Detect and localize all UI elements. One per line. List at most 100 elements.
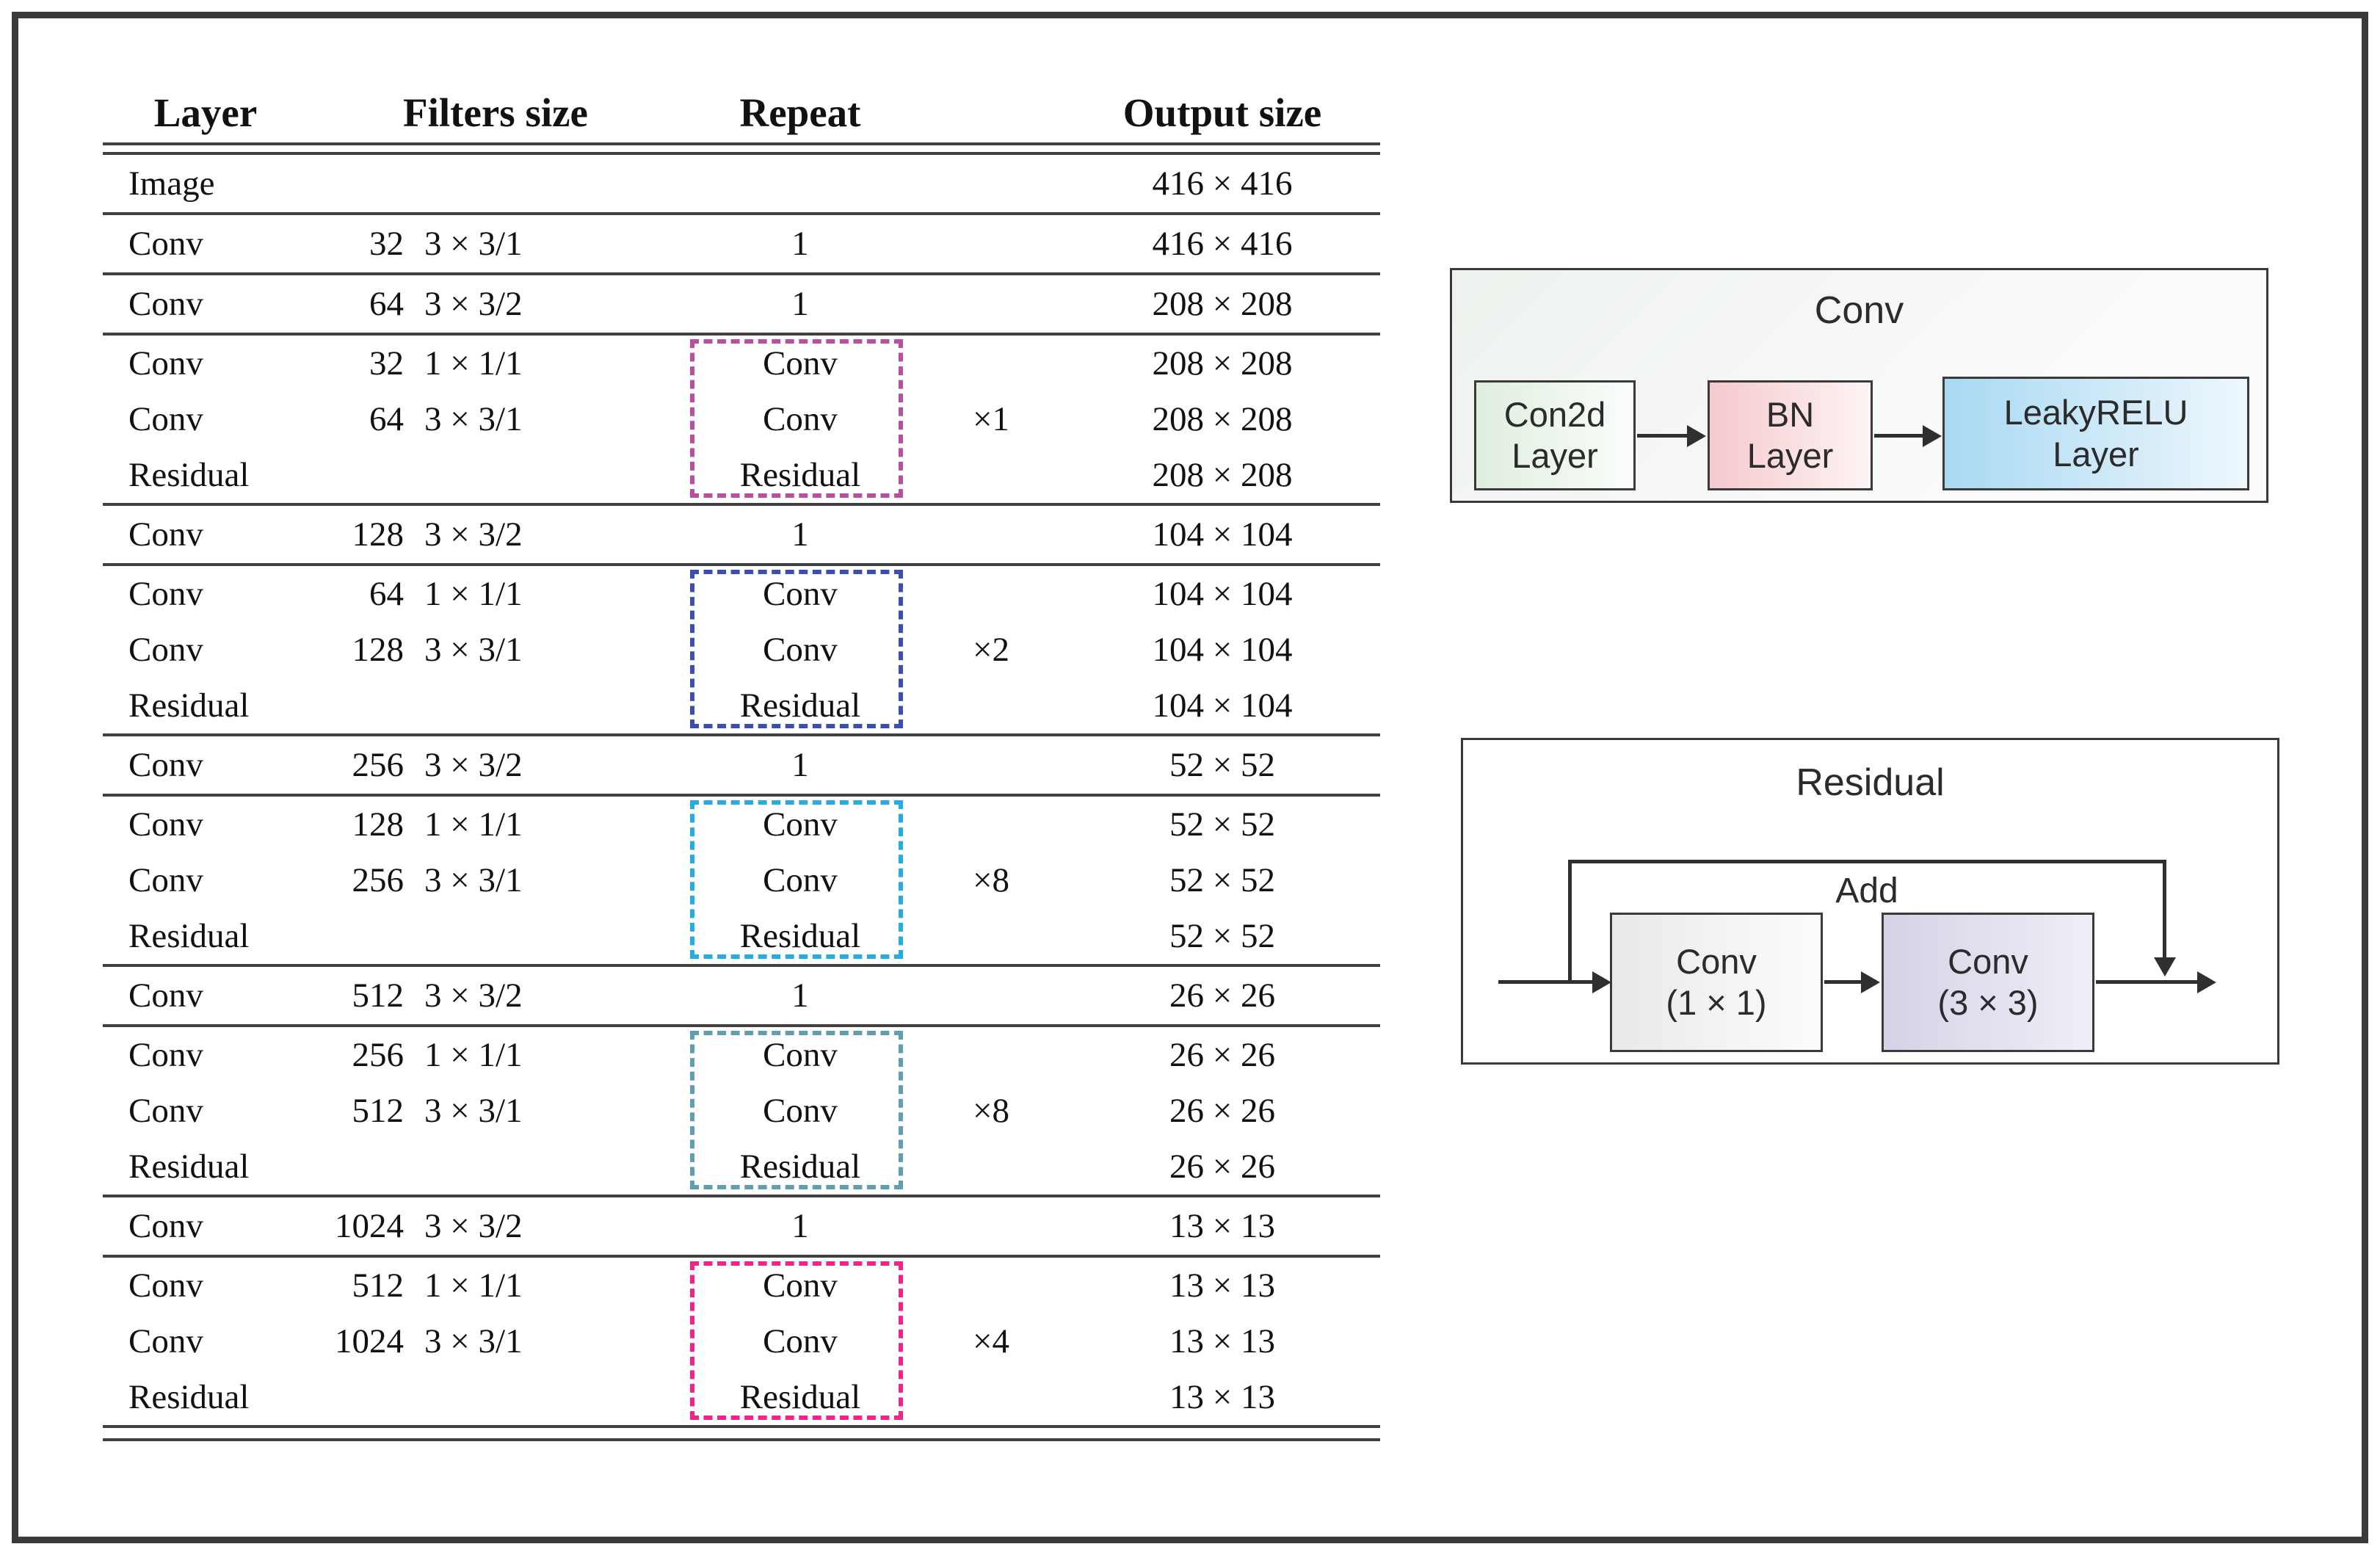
cell-size: 1 × 1/1: [424, 1035, 523, 1074]
cell-repeat: 1: [791, 515, 809, 554]
cell-filters: 64: [369, 399, 404, 438]
row-rule: [103, 333, 1380, 336]
cell-size: 1 × 1/1: [424, 344, 523, 383]
table-residual-block: Conv 32 1 × 1/1 Conv 208 × 208 Conv 64 3…: [103, 336, 1380, 503]
cell-layer: Conv: [128, 399, 203, 438]
row-rule: [103, 794, 1380, 797]
cell-repeat: Conv: [763, 1322, 838, 1360]
cell-output: 26 × 26: [1169, 1147, 1275, 1186]
leakyrelu-layer-box: LeakyRELU Layer: [1942, 377, 2249, 490]
cell-repeat: 1: [791, 224, 809, 263]
cell-repeat: Residual: [739, 1147, 861, 1186]
cell-layer: Conv: [128, 515, 203, 554]
table-row: Conv 512 1 × 1/1 Conv 13 × 13: [103, 1258, 1380, 1313]
cell-size: 3 × 3/2: [424, 1206, 523, 1245]
add-label: Add: [1835, 871, 1898, 910]
cell-filters: 256: [352, 745, 404, 784]
cell-layer: Conv: [128, 1206, 203, 1245]
header-repeat: Repeat: [739, 90, 861, 135]
arrow-down-icon: [2154, 957, 2176, 976]
cell-layer: Residual: [128, 1377, 250, 1416]
table-row: Conv 64 3 × 3/1 Conv ×1 208 × 208: [103, 391, 1380, 447]
table-row: Conv 1024 3 × 3/1 Conv ×4 13 × 13: [103, 1313, 1380, 1369]
row-rule: [103, 964, 1380, 967]
cell-repeat: 1: [791, 284, 809, 323]
output-line: [2096, 980, 2199, 984]
bn-layer-label-line1: BN: [1766, 394, 1815, 434]
table-row: Conv 64 3 × 3/2 1 208 × 208: [103, 275, 1380, 333]
repeat-group-dashed-box: [690, 339, 903, 498]
conv-1x1-label-line1: Conv: [1676, 941, 1757, 981]
cell-repeat: Conv: [763, 344, 838, 383]
cell-filters: 128: [352, 805, 404, 844]
conv-3x3-box: Conv (3 × 3): [1882, 913, 2094, 1052]
table-residual-block: Conv 64 1 × 1/1 Conv 104 × 104 Conv 128 …: [103, 566, 1380, 733]
cell-times: ×2: [972, 630, 1009, 669]
input-line: [1498, 980, 1595, 984]
cell-output: 104 × 104: [1152, 630, 1293, 669]
cell-times: ×8: [972, 860, 1009, 899]
cell-size: 3 × 3/2: [424, 976, 523, 1015]
cell-repeat: Residual: [739, 916, 861, 955]
header-output-size: Output size: [1122, 90, 1322, 135]
cell-output: 416 × 416: [1152, 224, 1293, 263]
cell-repeat: Conv: [763, 399, 838, 438]
cell-repeat: 1: [791, 745, 809, 784]
cell-filters: 32: [369, 344, 404, 383]
cell-layer: Image: [128, 164, 215, 203]
cell-output: 104 × 104: [1152, 515, 1293, 554]
table-row: Image 416 × 416: [103, 155, 1380, 212]
cell-filters: 64: [369, 284, 404, 323]
cell-size: 1 × 1/1: [424, 805, 523, 844]
cell-size: 3 × 3/1: [424, 224, 523, 263]
cell-filters: 1024: [335, 1322, 404, 1360]
cell-output: 13 × 13: [1169, 1322, 1275, 1360]
table-row: Conv 32 3 × 3/1 1 416 × 416: [103, 215, 1380, 272]
arrow-right-icon: [1592, 971, 1611, 993]
residual-diagram-title: Residual: [1796, 761, 1945, 804]
conv-block-diagram: Conv Con2d Layer BN Layer LeakyRELU Laye…: [1450, 268, 2268, 503]
cell-size: 3 × 3/1: [424, 630, 523, 669]
table-row: Residual Residual 13 × 13: [103, 1369, 1380, 1425]
cell-size: 3 × 3/2: [424, 284, 523, 323]
cell-repeat: 1: [791, 1206, 809, 1245]
header-double-rule: [103, 142, 1380, 155]
arrow-right-icon: [1861, 971, 1880, 993]
cell-repeat: Residual: [739, 455, 861, 494]
repeat-group-dashed-box: [690, 570, 903, 728]
cell-output: 13 × 13: [1169, 1377, 1275, 1416]
cell-layer: Conv: [128, 1266, 203, 1305]
cell-layer: Conv: [128, 1035, 203, 1074]
cell-repeat: Conv: [763, 1091, 838, 1130]
cell-filters: 512: [352, 1091, 404, 1130]
table-row: Conv 512 3 × 3/1 Conv ×8 26 × 26: [103, 1083, 1380, 1139]
repeat-group-dashed-box: [690, 1261, 903, 1420]
conv-3x3-label-line1: Conv: [1948, 941, 2028, 981]
cell-filters: 128: [352, 515, 404, 554]
cell-repeat: Conv: [763, 805, 838, 844]
cell-repeat: Residual: [739, 1377, 861, 1416]
cell-layer: Conv: [128, 745, 203, 784]
leakyrelu-layer-label-line1: LeakyRELU: [2003, 393, 2188, 432]
architecture-table: Layer Filters size Repeat Output size Im…: [103, 82, 1380, 1441]
cell-layer: Residual: [128, 686, 250, 725]
cell-layer: Residual: [128, 916, 250, 955]
table-row: Residual Residual 26 × 26: [103, 1139, 1380, 1195]
con2d-layer-label-line1: Con2d: [1503, 394, 1606, 434]
cell-repeat: Conv: [763, 1266, 838, 1305]
cell-output: 52 × 52: [1169, 805, 1275, 844]
repeat-group-dashed-box: [690, 800, 903, 959]
row-rule: [103, 212, 1380, 215]
table-row: Conv 512 3 × 3/2 1 26 × 26: [103, 967, 1380, 1024]
table-bottom-double-rule: [103, 1425, 1380, 1441]
skip-connection-drop-line: [2163, 860, 2166, 959]
cell-filters: 32: [369, 224, 404, 263]
cell-filters: 128: [352, 630, 404, 669]
cell-layer: Conv: [128, 805, 203, 844]
conv-3x3-label-line2: (3 × 3): [1937, 983, 2039, 1022]
cell-layer: Conv: [128, 284, 203, 323]
cell-layer: Conv: [128, 976, 203, 1015]
cell-times: ×4: [972, 1322, 1009, 1360]
row-rule: [103, 1024, 1380, 1027]
